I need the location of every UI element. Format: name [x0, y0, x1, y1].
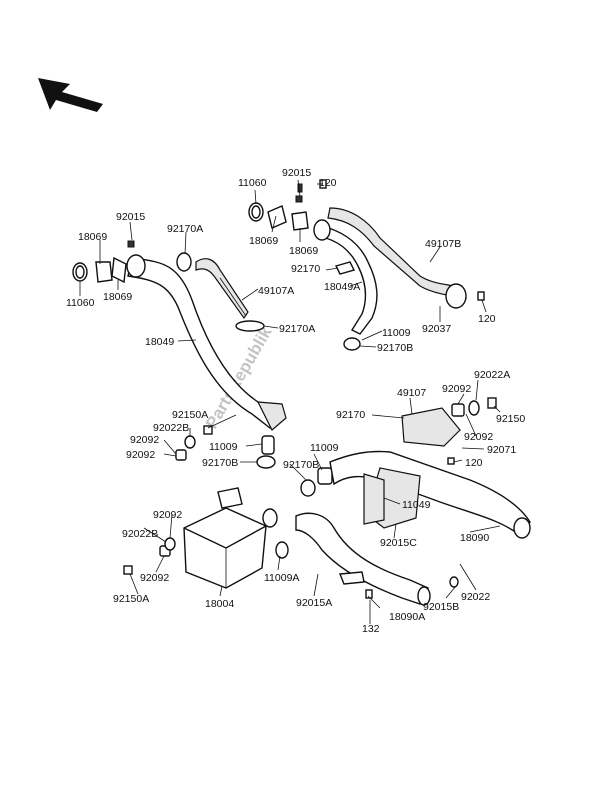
- label-120: 120: [319, 177, 337, 189]
- label-18069: 18069: [249, 235, 278, 247]
- label-92015A: 92015A: [296, 597, 332, 609]
- label-18049A: 18049A: [324, 281, 360, 293]
- label-92150A: 92150A: [172, 409, 208, 421]
- label-92022B: 92022B: [153, 422, 189, 434]
- front-header-pipe-18049: [126, 254, 287, 431]
- label-92170: 92170: [336, 409, 365, 421]
- bolt-92150A-bottom: [123, 565, 133, 575]
- label-92092: 92092: [464, 431, 493, 443]
- label-18090A: 18090A: [389, 611, 425, 623]
- label-92015: 92015: [282, 167, 311, 179]
- label-18090: 18090: [460, 532, 489, 544]
- label-92170B: 92170B: [283, 459, 319, 471]
- part-labels: 11060 92015 120 92015 92170A 18069 18069…: [66, 167, 525, 635]
- label-18049: 18049: [145, 336, 174, 348]
- clamp-92170B-upper: [343, 337, 361, 351]
- label-11009: 11009: [209, 441, 238, 453]
- washer-92022B-bottom: [164, 537, 176, 551]
- label-120: 120: [478, 313, 496, 325]
- washer-92022B-left: [184, 435, 196, 449]
- gasket-11060-left: [72, 262, 88, 282]
- washer-92022: [449, 576, 459, 588]
- bolt-92150: [487, 397, 497, 409]
- label-92071: 92071: [487, 444, 516, 456]
- label-92170B: 92170B: [377, 342, 413, 354]
- label-11060: 11060: [66, 297, 95, 309]
- label-120: 120: [465, 457, 483, 469]
- clamp-92170A-bottom: [235, 320, 265, 332]
- label-92022A: 92022A: [474, 369, 510, 381]
- bracket-11049: [363, 473, 385, 525]
- label-92092: 92092: [442, 383, 471, 395]
- label-92170A: 92170A: [279, 323, 315, 335]
- bolt-120-right: [447, 457, 455, 465]
- rear-header-pipe-18049A: [313, 219, 378, 335]
- label-49107: 49107: [397, 387, 426, 399]
- bolt-120-rear: [477, 291, 485, 301]
- bolt-132: [365, 589, 373, 599]
- flange-18069-top: [267, 183, 309, 231]
- label-11009A: 11009A: [264, 572, 299, 584]
- label-132: 132: [362, 623, 380, 635]
- label-11009: 11009: [310, 442, 339, 454]
- clamp-92170-mid: [334, 261, 356, 275]
- label-18004: 18004: [205, 598, 234, 610]
- label-49107A: 49107A: [258, 285, 294, 297]
- nut-92092-right: [451, 403, 465, 417]
- heat-guard-49107A: [195, 258, 249, 320]
- pre-muffler-18004: [183, 487, 289, 589]
- muffler-18090A: [295, 512, 431, 606]
- label-49107B: 49107B: [425, 238, 461, 250]
- label-92037: 92037: [422, 323, 451, 335]
- label-92092: 92092: [140, 572, 169, 584]
- label-92150: 92150: [496, 413, 525, 425]
- label-18069: 18069: [103, 291, 132, 303]
- leader-lines: [79, 179, 501, 624]
- label-92092: 92092: [130, 434, 159, 446]
- label-92022: 92022: [461, 591, 490, 603]
- label-92015C: 92015C: [380, 537, 417, 549]
- clamp-92170A-top: [176, 252, 192, 272]
- label-18069: 18069: [289, 245, 318, 257]
- connector-11009-left: [256, 435, 276, 469]
- heat-guard-49107B: [327, 207, 467, 309]
- label-18069: 18069: [78, 231, 107, 243]
- nut-92092-left-top: [175, 449, 187, 461]
- muffler-18090: [329, 450, 531, 539]
- label-11049: 11049: [402, 499, 431, 511]
- label-92170: 92170: [291, 263, 320, 275]
- label-11060: 11060: [238, 177, 267, 189]
- label-92150A: 92150A: [113, 593, 149, 605]
- bolt-92150A-top: [203, 425, 213, 435]
- front-direction-arrow-icon: [38, 78, 103, 112]
- label-92092: 92092: [153, 509, 182, 521]
- flange-18069-left: [95, 240, 135, 284]
- label-92015: 92015: [116, 211, 145, 223]
- label-92170B: 92170B: [202, 457, 238, 469]
- label-92092: 92092: [126, 449, 155, 461]
- heat-guard-49107: [401, 407, 461, 447]
- label-92170A: 92170A: [167, 223, 203, 235]
- washer-92022A: [468, 400, 480, 416]
- label-11009: 11009: [382, 327, 411, 339]
- label-92015B: 92015B: [423, 601, 459, 613]
- connector-11009-right: [300, 467, 333, 497]
- label-92022B: 92022B: [122, 528, 158, 540]
- gasket-11060-top: [248, 202, 264, 222]
